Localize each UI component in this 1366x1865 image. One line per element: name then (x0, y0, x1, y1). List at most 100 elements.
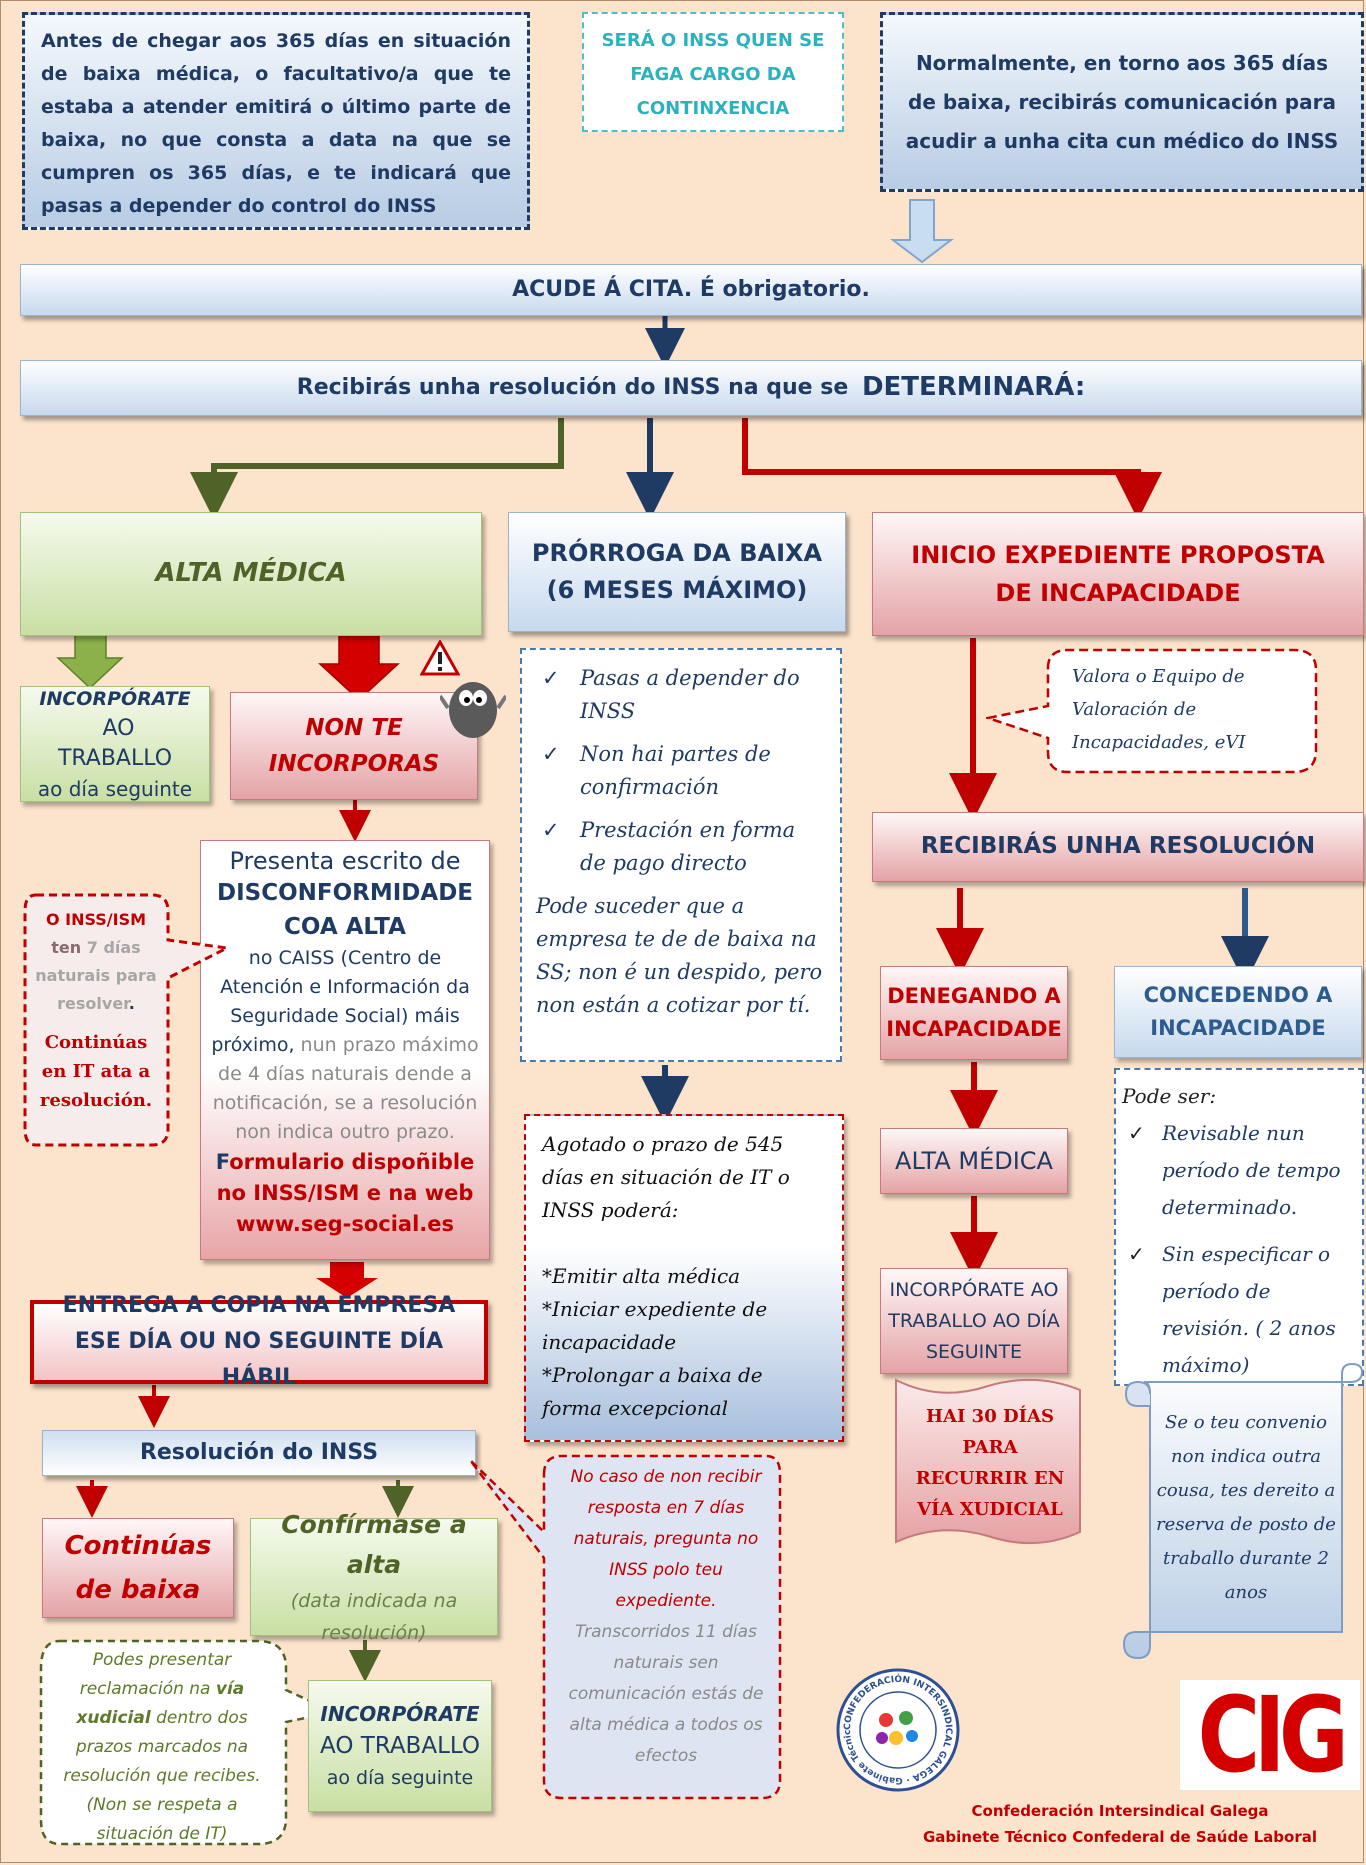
formulario-rest: ormulario dispoñible no INSS/ISM e na we… (216, 1150, 475, 1236)
mascot-icon (440, 682, 506, 738)
data-indicada-text: (data indicada na resolución) (290, 1590, 458, 1644)
hai30-text: HAI 30 DÍAS PARA RECURRIR EN VÍA XUDICIA… (915, 1406, 1065, 1520)
inss-ism-callout-shape (23, 893, 232, 1147)
cig-logo: CIG (1180, 1680, 1360, 1790)
incorporate-bold: INCORPÓRATE (39, 688, 191, 710)
cig-logo-text: CIG (1197, 1680, 1349, 1790)
prorroga-item: ✓ Non hai partes de confirmación (536, 738, 826, 804)
resolucion-inss-bar: Resolución do INSS (42, 1430, 476, 1476)
check-icon: ✓ (542, 666, 560, 690)
recibiras-box: RECIBIRÁS UNHA RESOLUCIÓN (872, 812, 1364, 882)
resolucion-inss-text: Resolución do INSS (139, 1440, 379, 1466)
inss-ism-period: . (128, 994, 135, 1013)
podes-via: vía xudicial (76, 1679, 245, 1728)
continuas-it: Continúas en IT ata a resolución. (39, 1032, 153, 1111)
convenio-text: Se o teu convenio non indica outra cousa… (1156, 1412, 1336, 1603)
resolution-emph: DETERMINARÁ: (861, 372, 1086, 403)
incorporate2-box: INCORPÓRATE AO TRABALLO ao día seguinte (308, 1680, 492, 1812)
formulario-first: F (215, 1150, 230, 1174)
concedendo-option-text: Sin especificar o período de revisión. (… (1162, 1242, 1336, 1377)
incorporate2-work: AO TRABALLO (319, 1733, 480, 1759)
footer-line1: Confederación Intersindical Galega (971, 1802, 1269, 1820)
incapacidade-header: INICIO EXPEDIENTE PROPOSTA DE INCAPACIDA… (872, 512, 1364, 636)
incorporate2-next: ao día seguinte (326, 1767, 474, 1789)
normally-box: Normalmente, en torno aos 365 días de ba… (880, 12, 1364, 192)
inss-ism-ten: ten (51, 938, 82, 957)
alta-medica-title: ALTA MÉDICA (155, 558, 347, 589)
no-caso-callout: No caso de non recibir resposta en 7 día… (556, 1460, 776, 1794)
agotado-text: Agotado o prazo de 545 días en situación… (542, 1132, 790, 1222)
entrega-text: ENTREGA A COPIA NA EMPRESA ESE DÍA OU NO… (62, 1293, 456, 1390)
incorporate3-text: INCORPÓRATE AO TRABALLO AO DÍA SEGUINTE (888, 1278, 1060, 1363)
alta-medica2-box: ALTA MÉDICA (880, 1128, 1068, 1194)
concedendo-list: ✓ Revisable nun período de tempo determin… (1122, 1115, 1356, 1384)
inss-note-box: SERÁ O INSS QUEN SE FAGA CARGO DA CONTIN… (582, 12, 844, 132)
incapacidade-title: INICIO EXPEDIENTE PROPOSTA DE INCAPACIDA… (911, 541, 1325, 607)
footer-line2: Gabinete Técnico Confederal de Saúde Lab… (922, 1828, 1317, 1846)
incorporate3-box: INCORPÓRATE AO TRABALLO AO DÍA SEGUINTE (880, 1268, 1068, 1374)
footer-text: Confederación Intersindical Galega Gabin… (880, 1798, 1360, 1854)
transcorridos-text: Transcorridos 11 días naturais sen comun… (568, 1622, 764, 1766)
resolution-bar: Recibirás unha resolución do INSS na que… (20, 360, 1362, 416)
incorporate-rest: AO (95, 716, 135, 741)
appointment-text: ACUDE Á CITA. É obrigatorio. (512, 277, 870, 303)
incorporate-box: INCORPÓRATE AO TRABALLO ao día seguinte (20, 686, 210, 802)
denegando-box: DENEGANDO A INCAPACIDADE (880, 966, 1068, 1060)
disconformidade-text: DISCONFORMIDADE COA ALTA (216, 880, 473, 940)
convenio-box: Se o teu convenio non indica outra cousa… (1154, 1396, 1338, 1620)
inss-ism-callout: O INSS/ISM ten 7 días naturais para reso… (28, 902, 164, 1136)
check-icon: ✓ (542, 818, 560, 842)
gabinete-seal-logo: CONFEDERACIÓN INTERSINDICAL GALEGA · Gab… (836, 1668, 960, 1792)
podes-pre: Podes presentar reclamación na (79, 1650, 237, 1699)
agotado-option: *Emitir alta médica (542, 1264, 741, 1288)
confirmase-box: Confírmase a alta (data indicada na reso… (250, 1510, 498, 1644)
agotado-option: *Prolongar a baixa de forma excepcional (542, 1363, 763, 1420)
evi-text: Valora o Equipo de Valoración de Incapac… (1072, 666, 1246, 753)
hai30-box: HAI 30 DÍAS PARA RECURRIR EN VÍA XUDICIA… (908, 1398, 1072, 1528)
continuas-baixa-text: Continúas de baixa (64, 1531, 212, 1605)
inss-note-text: SERÁ O INSS QUEN SE FAGA CARGO DA CONTIN… (601, 30, 825, 119)
check-icon: ✓ (1128, 1242, 1145, 1266)
formulario-line: Formulario dispoñible no INSS/ISM e na w… (209, 1147, 481, 1240)
prorroga-note: Pode suceder que a empresa te de de baix… (536, 894, 823, 1017)
presenta-text: Presenta escrito de (229, 847, 461, 875)
proximo-text: próximo, (211, 1034, 295, 1056)
ribbon-shape (895, 1378, 1081, 1545)
inss-ism-days: ten 7 días naturais para resolver. (34, 934, 158, 1018)
podes-callout: Podes presentar reclamación na vía xudic… (46, 1642, 278, 1844)
incorporate-line: INCORPÓRATE AO (21, 684, 209, 744)
normally-text: Normalmente, en torno aos 365 días de ba… (905, 50, 1339, 153)
prorroga-item-text: Prestación en forma de pago directo (580, 818, 796, 875)
entrega-box: ENTREGA A COPIA NA EMPRESA ESE DÍA OU NO… (30, 1293, 488, 1390)
no-caso-text: No caso de non recibir resposta en 7 día… (570, 1467, 762, 1611)
concedendo-box: CONCEDENDO A INCAPACIDADE (1114, 966, 1362, 1058)
concedendo-text: CONCEDENDO A INCAPACIDADE (1143, 983, 1333, 1040)
prorroga-header: PRÓRROGA DA BAIXA (6 MESES MÁXIMO) (508, 512, 846, 632)
agotado-box: Agotado o prazo de 545 días en situación… (524, 1114, 844, 1442)
prorroga-item: ✓ Prestación en forma de pago directo (536, 814, 826, 880)
check-icon: ✓ (542, 742, 560, 766)
prorroga-title: PRÓRROGA DA BAIXA (6 MESES MÁXIMO) (531, 539, 823, 604)
scroll-shape (1122, 1362, 1364, 1660)
before-365-box: Antes de chegar aos 365 días en situació… (22, 12, 530, 230)
caiss-text: no CAISS (Centro de Atención e Informaci… (220, 947, 470, 1027)
prorroga-item-text: Non hai partes de confirmación (580, 742, 771, 799)
non-incorporas-box: NON TE INCORPORAS (230, 692, 478, 800)
non-incorporas-text: NON TE INCORPORAS (268, 715, 440, 777)
prazo-text: nun prazo máximo de 4 días naturais dend… (212, 1034, 485, 1143)
incorporate-work: TRABALLO (57, 746, 173, 771)
evi-callout: Valora o Equipo de Valoración de Incapac… (1072, 660, 1308, 764)
denegando-text: DENEGANDO A INCAPACIDADE (886, 984, 1062, 1041)
resolution-prefix: Recibirás unha resolución do INSS na que… (296, 375, 856, 401)
prorroga-details-box: ✓Pasas a depender do INSS ✓Non hai parte… (520, 648, 842, 1062)
agotado-option: *Iniciar expediente de incapacidade (542, 1297, 768, 1354)
continuas-baixa-box: Continúas de baixa (42, 1518, 234, 1618)
evi-callout-shape (986, 648, 1318, 774)
prorroga-list: ✓Pasas a depender do INSS ✓Non hai parte… (536, 662, 826, 880)
concedendo-options-box: Pode ser: ✓Revisable nun período de temp… (1114, 1068, 1364, 1386)
concedendo-option: ✓ Sin especificar o período de revisión. … (1122, 1236, 1356, 1384)
inss-ism-head: O INSS/ISM (45, 910, 147, 929)
incorporate2-bold: INCORPÓRATE (320, 1702, 480, 1726)
concedendo-option-text: Revisable nun período de tempo determina… (1162, 1121, 1341, 1219)
